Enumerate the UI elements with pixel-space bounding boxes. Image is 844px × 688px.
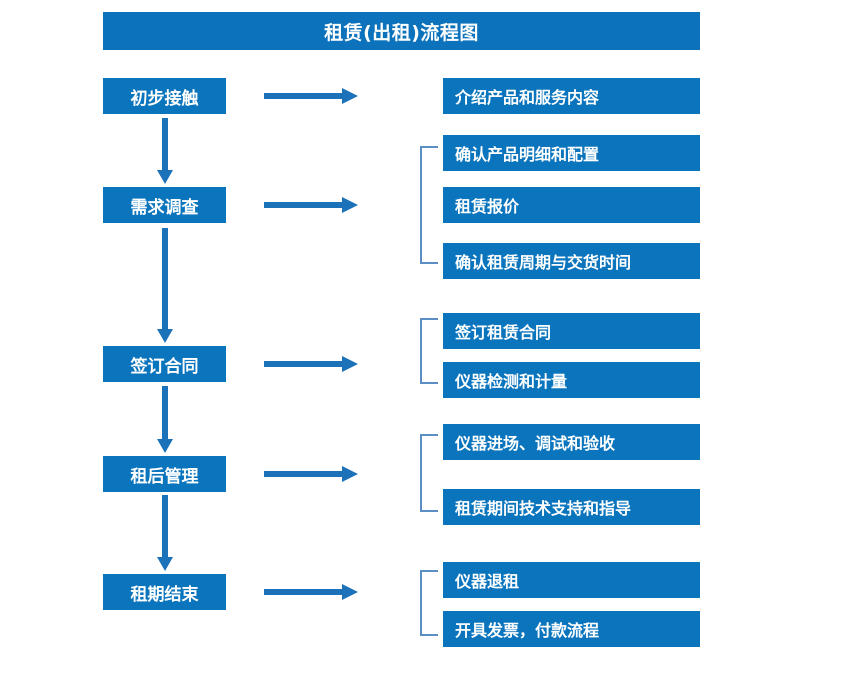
arrow-shaft — [264, 202, 344, 208]
detail-box-3-1[interactable]: 签订租赁合同 — [443, 313, 700, 349]
stage-arrow-right-2 — [264, 196, 360, 214]
detail-box-2-2[interactable]: 租赁报价 — [443, 187, 700, 223]
group-bracket-4 — [420, 434, 438, 512]
stage-arrow-right-3 — [264, 355, 360, 373]
detail-box-5-1[interactable]: 仪器退租 — [443, 562, 700, 598]
stage-arrow-right-5 — [264, 583, 360, 601]
detail-box-3-2[interactable]: 仪器检测和计量 — [443, 362, 700, 398]
group-bracket-5 — [420, 570, 438, 636]
arrow-shaft — [162, 495, 168, 558]
connector-arrow-down — [156, 228, 174, 343]
connector-arrow-down — [156, 386, 174, 453]
arrow-shaft — [162, 118, 168, 171]
arrow-head — [157, 557, 173, 571]
stage-box-3[interactable]: 签订合同 — [103, 346, 226, 382]
detail-box-1-1[interactable]: 介绍产品和服务内容 — [443, 78, 700, 114]
arrow-head — [157, 329, 173, 343]
stage-arrow-right-4 — [264, 465, 360, 483]
arrow-head — [342, 584, 358, 600]
stage-arrow-right-1 — [264, 87, 360, 105]
arrow-head — [342, 356, 358, 372]
detail-box-5-2[interactable]: 开具发票，付款流程 — [443, 611, 700, 647]
detail-box-4-1[interactable]: 仪器进场、调试和验收 — [443, 424, 700, 460]
arrow-head — [342, 466, 358, 482]
detail-box-4-2[interactable]: 租赁期间技术支持和指导 — [443, 489, 700, 525]
arrow-head — [157, 439, 173, 453]
arrow-shaft — [264, 471, 344, 477]
group-bracket-2 — [420, 146, 438, 264]
detail-box-2-3[interactable]: 确认租赁周期与交货时间 — [443, 243, 700, 279]
stage-box-5[interactable]: 租期结束 — [103, 574, 226, 610]
detail-box-2-1[interactable]: 确认产品明细和配置 — [443, 135, 700, 171]
arrow-shaft — [264, 93, 344, 99]
connector-arrow-down — [156, 118, 174, 184]
stage-box-1[interactable]: 初步接触 — [103, 78, 226, 114]
arrow-head — [157, 170, 173, 184]
stage-box-2[interactable]: 需求调查 — [103, 187, 226, 223]
connector-arrow-down — [156, 495, 174, 571]
arrow-shaft — [162, 228, 168, 330]
page-title: 租赁(出租)流程图 — [103, 12, 700, 50]
arrow-head — [342, 197, 358, 213]
group-bracket-3 — [420, 318, 438, 384]
arrow-shaft — [264, 589, 344, 595]
arrow-head — [342, 88, 358, 104]
stage-box-4[interactable]: 租后管理 — [103, 456, 226, 492]
arrow-shaft — [264, 361, 344, 367]
arrow-shaft — [162, 386, 168, 440]
